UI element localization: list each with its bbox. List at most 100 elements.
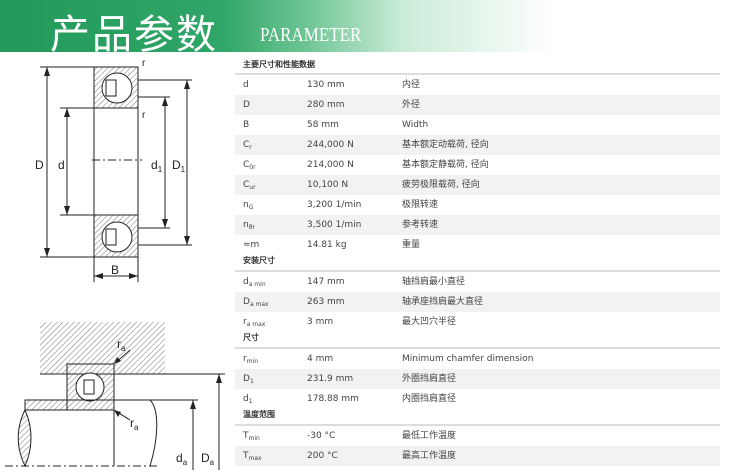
label-r-inner: r (142, 110, 146, 121)
symbol: C (243, 160, 250, 170)
symbol: r (243, 354, 247, 364)
table-row: Cr 244,000 N 基本额定动载荷, 径向 (235, 135, 720, 155)
table-row: D 280 mm 外径 (235, 95, 720, 115)
symbol-cell: B (243, 115, 249, 135)
description: 基本额定动载荷, 径向 (402, 140, 489, 150)
bearing-dimension-diagram: D d d1 D1 B r r (35, 58, 192, 282)
table-row: ≈m 14.81 kg 重量 (235, 235, 720, 255)
description: Minimum chamfer dimension (402, 354, 534, 364)
symbol: d (243, 80, 249, 90)
value: 58 mm (307, 120, 339, 130)
value: -30 °C (307, 431, 336, 441)
symbol-cell: ≈m (243, 235, 259, 255)
value: 4 mm (307, 354, 334, 364)
description: 轴承座挡肩最大直径 (402, 297, 484, 307)
symbol: D (243, 374, 250, 384)
value: 10,100 N (307, 180, 349, 190)
label-B: B (111, 263, 119, 277)
description: Width (402, 120, 429, 130)
mounting-diagram: ra ra da Da (5, 322, 225, 470)
value: 130 mm (307, 80, 345, 90)
symbol: n (243, 220, 249, 230)
symbol: D (243, 297, 250, 307)
divider (235, 424, 720, 426)
symbol: n (243, 200, 249, 210)
description: 重量 (402, 240, 421, 250)
symbol: ≈m (243, 240, 260, 250)
label-D1: D1 (172, 158, 186, 174)
symbol-cell: Cur (243, 175, 256, 195)
symbol: T (243, 431, 249, 441)
banner-title-en: PARAMETER (260, 24, 362, 46)
value: 14.81 kg (307, 240, 347, 250)
table-row: B 58 mm Width (235, 115, 720, 135)
symbol: C (243, 140, 250, 150)
table-row: Cur 10,100 N 疲劳极限载荷, 径向 (235, 175, 720, 195)
description: 最高工作温度 (402, 451, 457, 461)
banner-title-cn: 产品参数 (50, 12, 218, 58)
symbol-subscript: a max (249, 301, 269, 308)
value: 178.88 mm (307, 394, 359, 404)
value: 214,000 N (307, 160, 354, 170)
symbol-subscript: a max (246, 321, 266, 328)
symbol-subscript: min (246, 358, 259, 365)
description: 疲劳极限载荷, 径向 (402, 180, 480, 190)
label-D: D (35, 158, 44, 172)
description: 极限转速 (402, 200, 439, 210)
symbol-subscript: r (249, 144, 252, 151)
symbol-subscript: ur (249, 184, 256, 191)
section-title: 尺寸 (243, 333, 259, 342)
section-title: 安装尺寸 (243, 256, 275, 265)
header-banner: 产品参数 PARAMETER (0, 0, 730, 58)
label-da: da (176, 451, 188, 467)
symbol-subscript: max (248, 455, 262, 462)
label-d: d (58, 158, 65, 172)
value: 147 mm (307, 277, 345, 287)
description: 内圈挡肩直径 (402, 394, 457, 404)
value: 231.9 mm (307, 374, 354, 384)
table-row: nG 3,200 1/min 极限转速 (235, 195, 720, 215)
symbol: D (243, 100, 250, 110)
symbol-cell: Da max (243, 292, 269, 312)
label-ra-bottom: ra (130, 416, 139, 432)
symbol-subscript: a min (248, 281, 266, 288)
symbol-cell: rmin (243, 349, 258, 369)
description: 外圈挡肩直径 (402, 374, 457, 384)
symbol-subscript: G (248, 204, 254, 211)
value: 3,200 1/min (307, 200, 362, 210)
table-row: ra max 3 mm 最大凹穴半径 (235, 312, 720, 332)
symbol: C (243, 180, 250, 190)
value: 280 mm (307, 100, 345, 110)
symbol-subscript: 1 (248, 398, 253, 405)
description: 参考转速 (402, 220, 439, 230)
value: 263 mm (307, 297, 345, 307)
symbol: d (243, 394, 249, 404)
symbol-cell: d1 (243, 389, 253, 409)
symbol-cell: D1 (243, 369, 254, 389)
divider (235, 270, 720, 272)
value: 244,000 N (307, 140, 354, 150)
description: 轴挡肩最小直径 (402, 277, 466, 287)
divider (235, 347, 720, 349)
symbol-cell: ra max (243, 312, 265, 332)
symbol-cell: d (243, 75, 249, 95)
symbol-cell: Tmin (243, 426, 260, 446)
value: 200 °C (307, 451, 338, 461)
symbol: B (243, 120, 250, 130)
table-row: rmin 4 mm Minimum chamfer dimension (235, 349, 720, 369)
symbol-subscript: θr (248, 224, 255, 231)
description: 最大凹穴半径 (402, 317, 457, 327)
label-ra-top: ra (117, 337, 126, 353)
label-Da: Da (201, 451, 215, 467)
symbol: r (243, 317, 247, 327)
section-title: 温度范围 (243, 410, 275, 419)
value: 3 mm (307, 317, 334, 327)
description: 外径 (402, 100, 421, 110)
table-header: 主要尺寸和性能数据 (235, 56, 720, 75)
